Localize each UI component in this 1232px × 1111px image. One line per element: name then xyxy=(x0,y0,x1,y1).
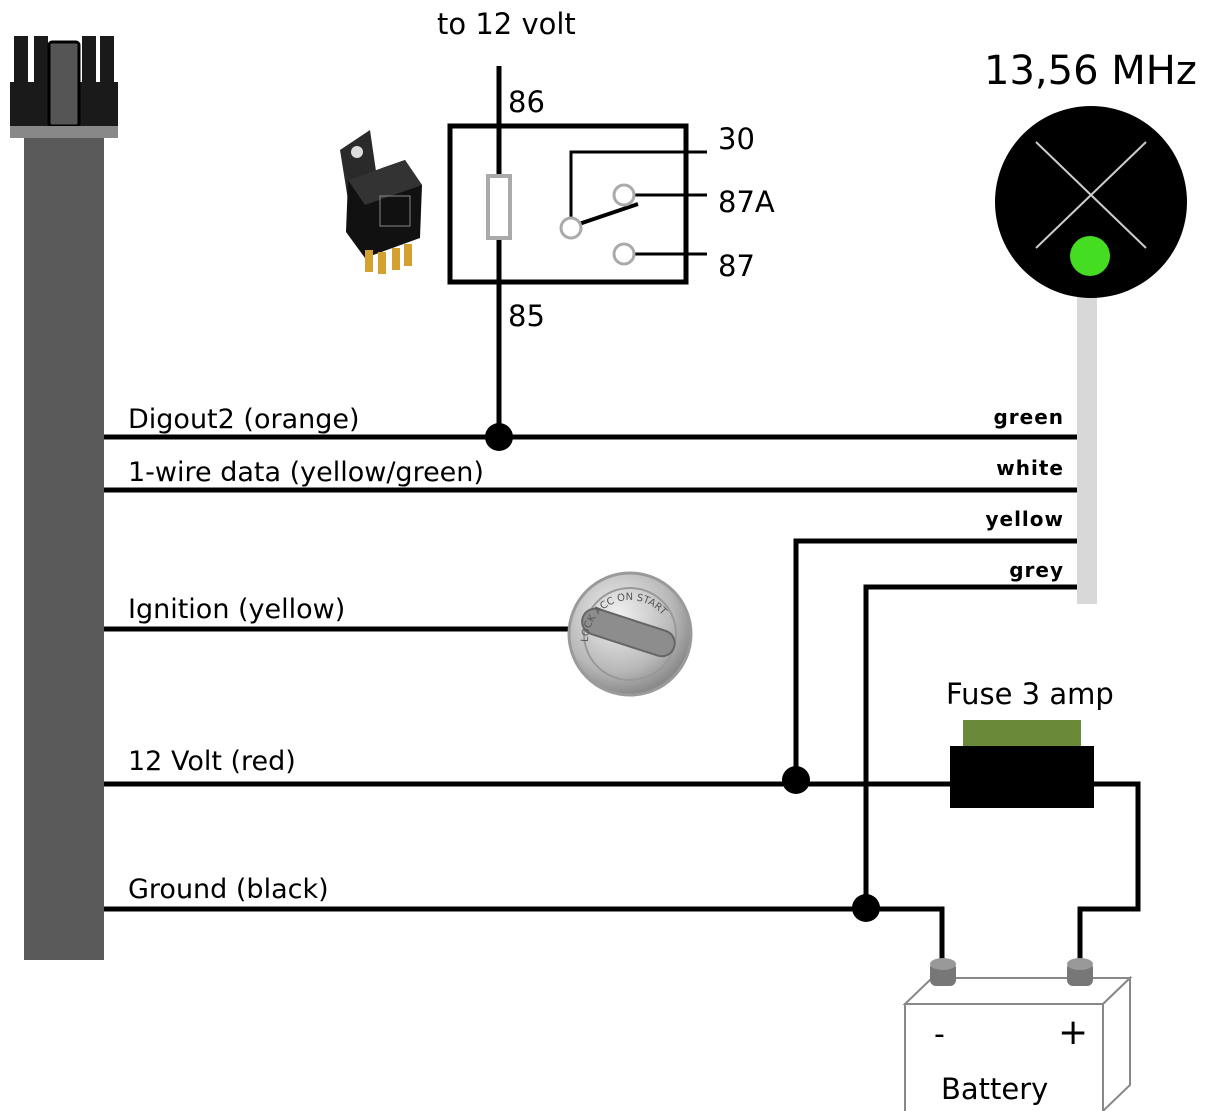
connector-pin xyxy=(14,36,28,86)
reader-cross xyxy=(1035,141,1147,249)
pin30-line xyxy=(569,150,707,222)
relay-switch-arm xyxy=(578,202,639,226)
connector-latch xyxy=(47,40,81,128)
connector-base xyxy=(10,126,118,138)
contact-87 xyxy=(612,242,636,266)
fuse-body xyxy=(950,746,1094,808)
battery-icon xyxy=(902,958,1133,1111)
wire-label-1wire: 1-wire data (yellow/green) xyxy=(128,457,484,488)
wire-label-12v: 12 Volt (red) xyxy=(128,746,296,777)
wire-label-digout2: Digout2 (orange) xyxy=(128,404,360,435)
connector-pin xyxy=(34,36,48,86)
connector-pin xyxy=(82,36,96,86)
reader-head xyxy=(995,106,1187,298)
relay-box xyxy=(447,123,689,285)
connector-pin xyxy=(100,36,114,86)
junction-12v xyxy=(782,766,810,794)
fuse-label: Fuse 3 amp xyxy=(946,677,1114,711)
pin-85-label: 85 xyxy=(508,299,545,333)
harness-cable xyxy=(24,138,104,960)
battery-label: Battery xyxy=(941,1072,1048,1106)
harness-connector xyxy=(10,36,118,960)
contact-87a xyxy=(612,183,636,207)
pin-87-label: 87 xyxy=(718,249,755,283)
wires xyxy=(104,434,1141,960)
junction-ground xyxy=(852,894,880,922)
junction-digout2 xyxy=(485,423,513,451)
wire-grey xyxy=(863,584,1077,908)
cable-label-grey: grey xyxy=(1009,558,1064,582)
cable-label-white: white xyxy=(996,456,1064,480)
wire-ground xyxy=(104,906,945,960)
supply-label: to 12 volt xyxy=(437,7,576,41)
ignition-switch-icon: LOCK ACC ON START xyxy=(567,571,693,697)
fuse-cap xyxy=(963,720,1081,750)
relay-coil xyxy=(486,174,512,240)
cable-label-yellow: yellow xyxy=(985,507,1064,531)
wire-yellow xyxy=(793,538,1077,780)
reader-cable xyxy=(1077,290,1097,604)
pin-30-label: 30 xyxy=(718,122,755,156)
wire-label-ground: Ground (black) xyxy=(128,874,329,905)
relay-photo xyxy=(340,130,422,274)
wire-fuse-to-battery xyxy=(1077,781,1141,960)
contact-30 xyxy=(559,216,583,240)
pin-86-label: 86 xyxy=(508,85,545,119)
relay-schematic xyxy=(447,66,707,436)
reader-led xyxy=(1070,236,1110,276)
battery-plus-label: + xyxy=(1058,1012,1088,1053)
pin-87a-label: 87A xyxy=(718,185,775,219)
cable-label-green: green xyxy=(993,405,1064,429)
battery-minus-label: - xyxy=(934,1017,945,1052)
wire-label-ignition: Ignition (yellow) xyxy=(128,594,345,625)
frequency-label: 13,56 MHz xyxy=(984,48,1197,94)
